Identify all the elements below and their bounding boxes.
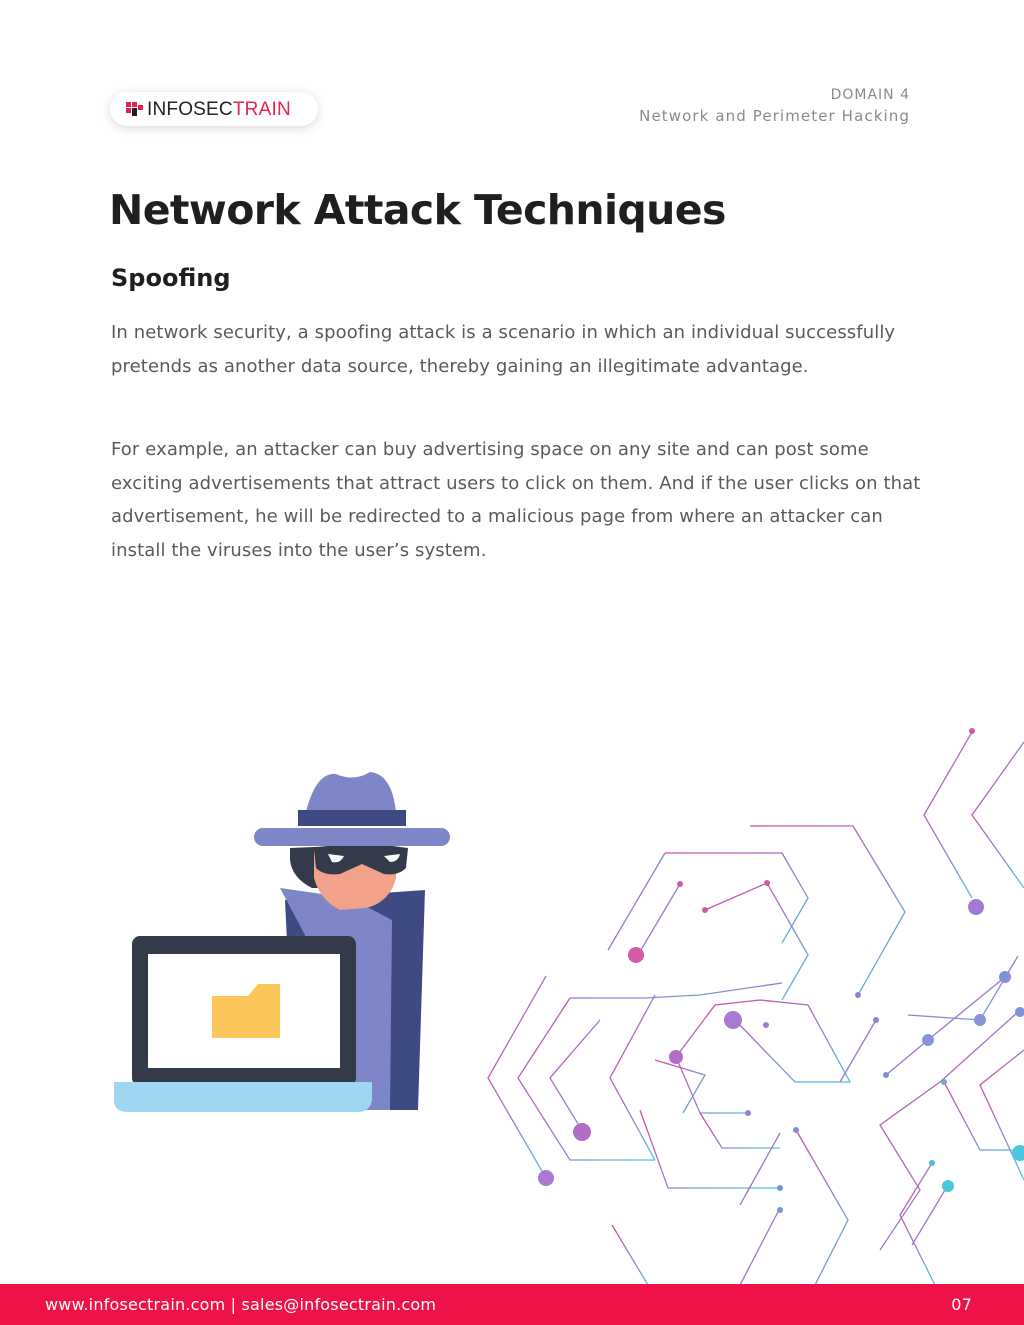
page-number: 07: [951, 1295, 972, 1314]
paragraph-example: For example, an attacker can buy adverti…: [111, 439, 921, 561]
domain-info: DOMAIN 4 Network and Perimeter Hacking: [639, 86, 910, 127]
page-title: Network Attack Techniques: [109, 186, 726, 234]
logo-text: INFOSECTRAIN: [147, 100, 291, 119]
domain-title: Network and Perimeter Hacking: [639, 107, 910, 125]
logo-mark-icon: [126, 102, 143, 116]
domain-label: DOMAIN 4: [830, 87, 910, 103]
footer-contact: www.infosectrain.com | sales@infosectrai…: [45, 1295, 437, 1314]
logo: INFOSECTRAIN: [110, 92, 318, 126]
hacker-laptop-icon: [114, 772, 450, 1112]
logo-text-infosec: INFOSEC: [147, 98, 233, 120]
footer-bar: www.infosectrain.com | sales@infosectrai…: [0, 1284, 1024, 1325]
network-circuit-icon: [487, 728, 1024, 1285]
section-heading: Spoofing: [111, 264, 231, 292]
logo-text-train: TRAIN: [232, 98, 291, 120]
paragraph-definition: In network security, a spoofing attack i…: [111, 322, 896, 377]
